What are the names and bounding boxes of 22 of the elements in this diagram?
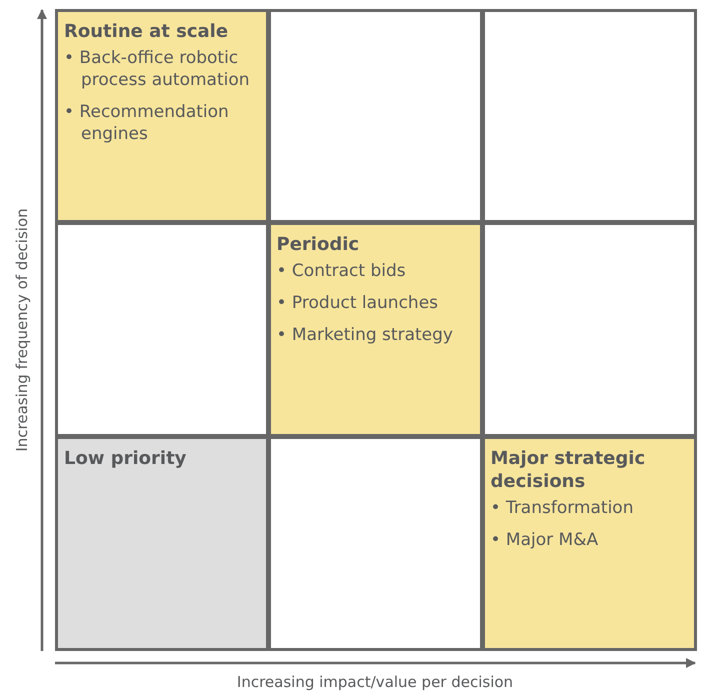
bullet-item: • Contract bids (276, 260, 407, 282)
quadrant-cell (268, 222, 483, 437)
bullet-item: • Major M&A (490, 528, 600, 550)
bullet-item: • Recommendation engines (64, 101, 230, 145)
quadrant-cell (55, 436, 269, 651)
grid-cell (268, 436, 483, 651)
quadrant-heading: Periodic (276, 232, 360, 256)
axis-label: Increasing frequency of decision (13, 208, 31, 452)
quadrant-heading: Routine at scale (64, 20, 230, 43)
quadrant-cell (55, 9, 269, 223)
axis-label: Increasing impact/value per decision (236, 673, 514, 691)
quadrant-heading: Major strategic decisions (490, 446, 646, 492)
grid-cell (482, 222, 697, 437)
quadrant-heading: Low priority (64, 446, 188, 470)
grid-cell (268, 9, 483, 223)
bullet-item: • Product launches (276, 292, 440, 314)
bullet-item: • Marketing strategy (276, 324, 454, 346)
quadrant-cell (482, 436, 697, 651)
grid-cell (482, 9, 697, 223)
bullet-item: • Transformation (490, 496, 634, 518)
bullet-item: • Back-office robotic process automation (64, 47, 251, 91)
grid-cell (55, 222, 269, 437)
